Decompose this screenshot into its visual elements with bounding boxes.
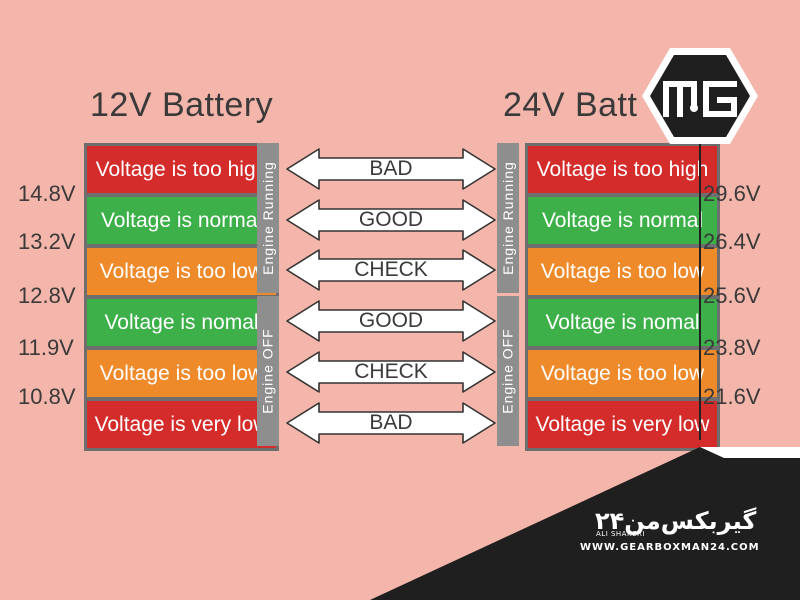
gear-hexagon-logo-icon — [642, 48, 758, 144]
brand-url: WWW.GEARBOXMAN24.COM — [580, 542, 760, 553]
voltage-24v-2: 25.6V — [703, 283, 761, 308]
double-arrow-icon — [286, 300, 496, 342]
voltage-12v-4: 10.8V — [18, 384, 76, 409]
title-12v-battery: 12V Battery — [90, 86, 274, 124]
brand-name: گیربکس‌من۲۴ — [595, 507, 757, 535]
side-12v-engine-off: Engine OFF — [257, 296, 279, 446]
double-arrow-icon — [286, 148, 496, 190]
row-24v-very-low: Voltage is very low — [528, 401, 717, 448]
row-12v-too-low: Voltage is too low — [87, 248, 276, 295]
voltage-12v-1: 13.2V — [18, 229, 76, 254]
row-12v-too-high: Voltage is too high — [87, 146, 276, 193]
row-24v-normal: Voltage is normal — [528, 197, 717, 244]
title-24v-battery: 24V Batt — [503, 86, 638, 124]
side-24v-engine-off: Engine OFF — [497, 296, 519, 446]
voltage-24v-3: 23.8V — [703, 335, 761, 360]
brand-author: ALI SHAKERI — [596, 530, 645, 538]
voltage-12v-2: 12.8V — [18, 283, 76, 308]
voltage-24v-4: 21.6V — [703, 384, 761, 409]
voltage-12v-3: 11.9V — [18, 335, 74, 360]
row-12v-very-low: Voltage is very low — [87, 401, 276, 448]
row-12v-normal: Voltage is normal — [87, 197, 276, 244]
table-24v: Voltage is too high Voltage is normal Vo… — [525, 143, 720, 451]
row-12v-off-normal: Voltage is nomal — [87, 299, 276, 346]
double-arrow-icon — [286, 199, 496, 241]
arrow-label-4: CHECK — [354, 360, 428, 383]
side-24v-engine-running: Engine Running — [497, 143, 519, 293]
arrow-label-0: BAD — [369, 157, 413, 180]
row-24v-too-low: Voltage is too low — [528, 248, 717, 295]
voltage-24v-1: 26.4V — [703, 229, 761, 254]
double-arrow-icon — [286, 402, 496, 444]
arrow-label-2: CHECK — [354, 258, 428, 281]
double-arrow-icon — [286, 249, 496, 291]
side-12v-engine-running: Engine Running — [257, 143, 279, 293]
row-24v-too-high: Voltage is too high — [528, 146, 717, 193]
row-24v-off-normal: Voltage is nomal — [528, 299, 717, 346]
arrow-label-1: GOOD — [358, 208, 424, 231]
double-arrow-icon — [286, 351, 496, 393]
table-12v: Voltage is too high Voltage is normal Vo… — [84, 143, 279, 451]
voltage-24v-0: 29.6V — [703, 181, 761, 206]
row-12v-off-too-low: Voltage is too low — [87, 350, 276, 397]
arrow-label-5: BAD — [369, 411, 413, 434]
voltage-12v-0: 14.8V — [18, 181, 76, 206]
row-24v-off-too-low: Voltage is too low — [528, 350, 717, 397]
arrow-label-3: GOOD — [358, 309, 424, 332]
